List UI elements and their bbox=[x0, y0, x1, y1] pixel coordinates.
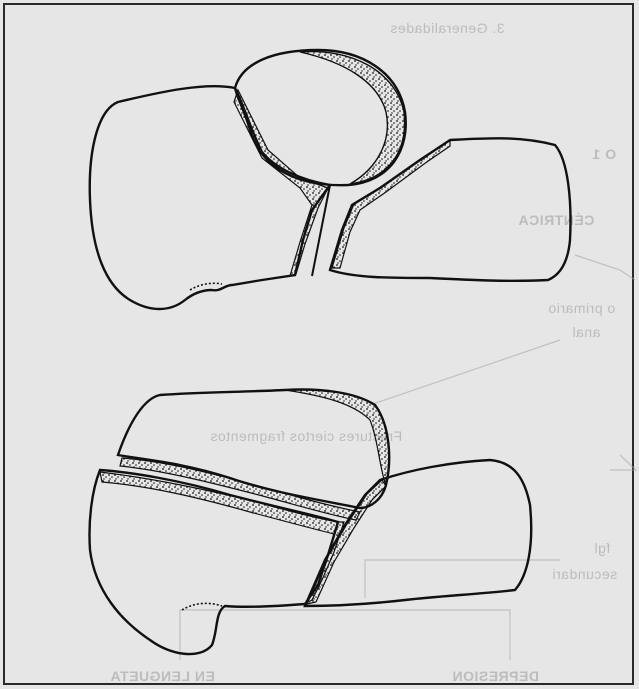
top-anterior-fragment bbox=[312, 138, 570, 281]
top-body-fragment bbox=[90, 86, 330, 309]
fracture-bottom bbox=[89, 390, 531, 655]
fracture-top bbox=[90, 50, 571, 309]
top-facet-fragment bbox=[235, 50, 406, 185]
